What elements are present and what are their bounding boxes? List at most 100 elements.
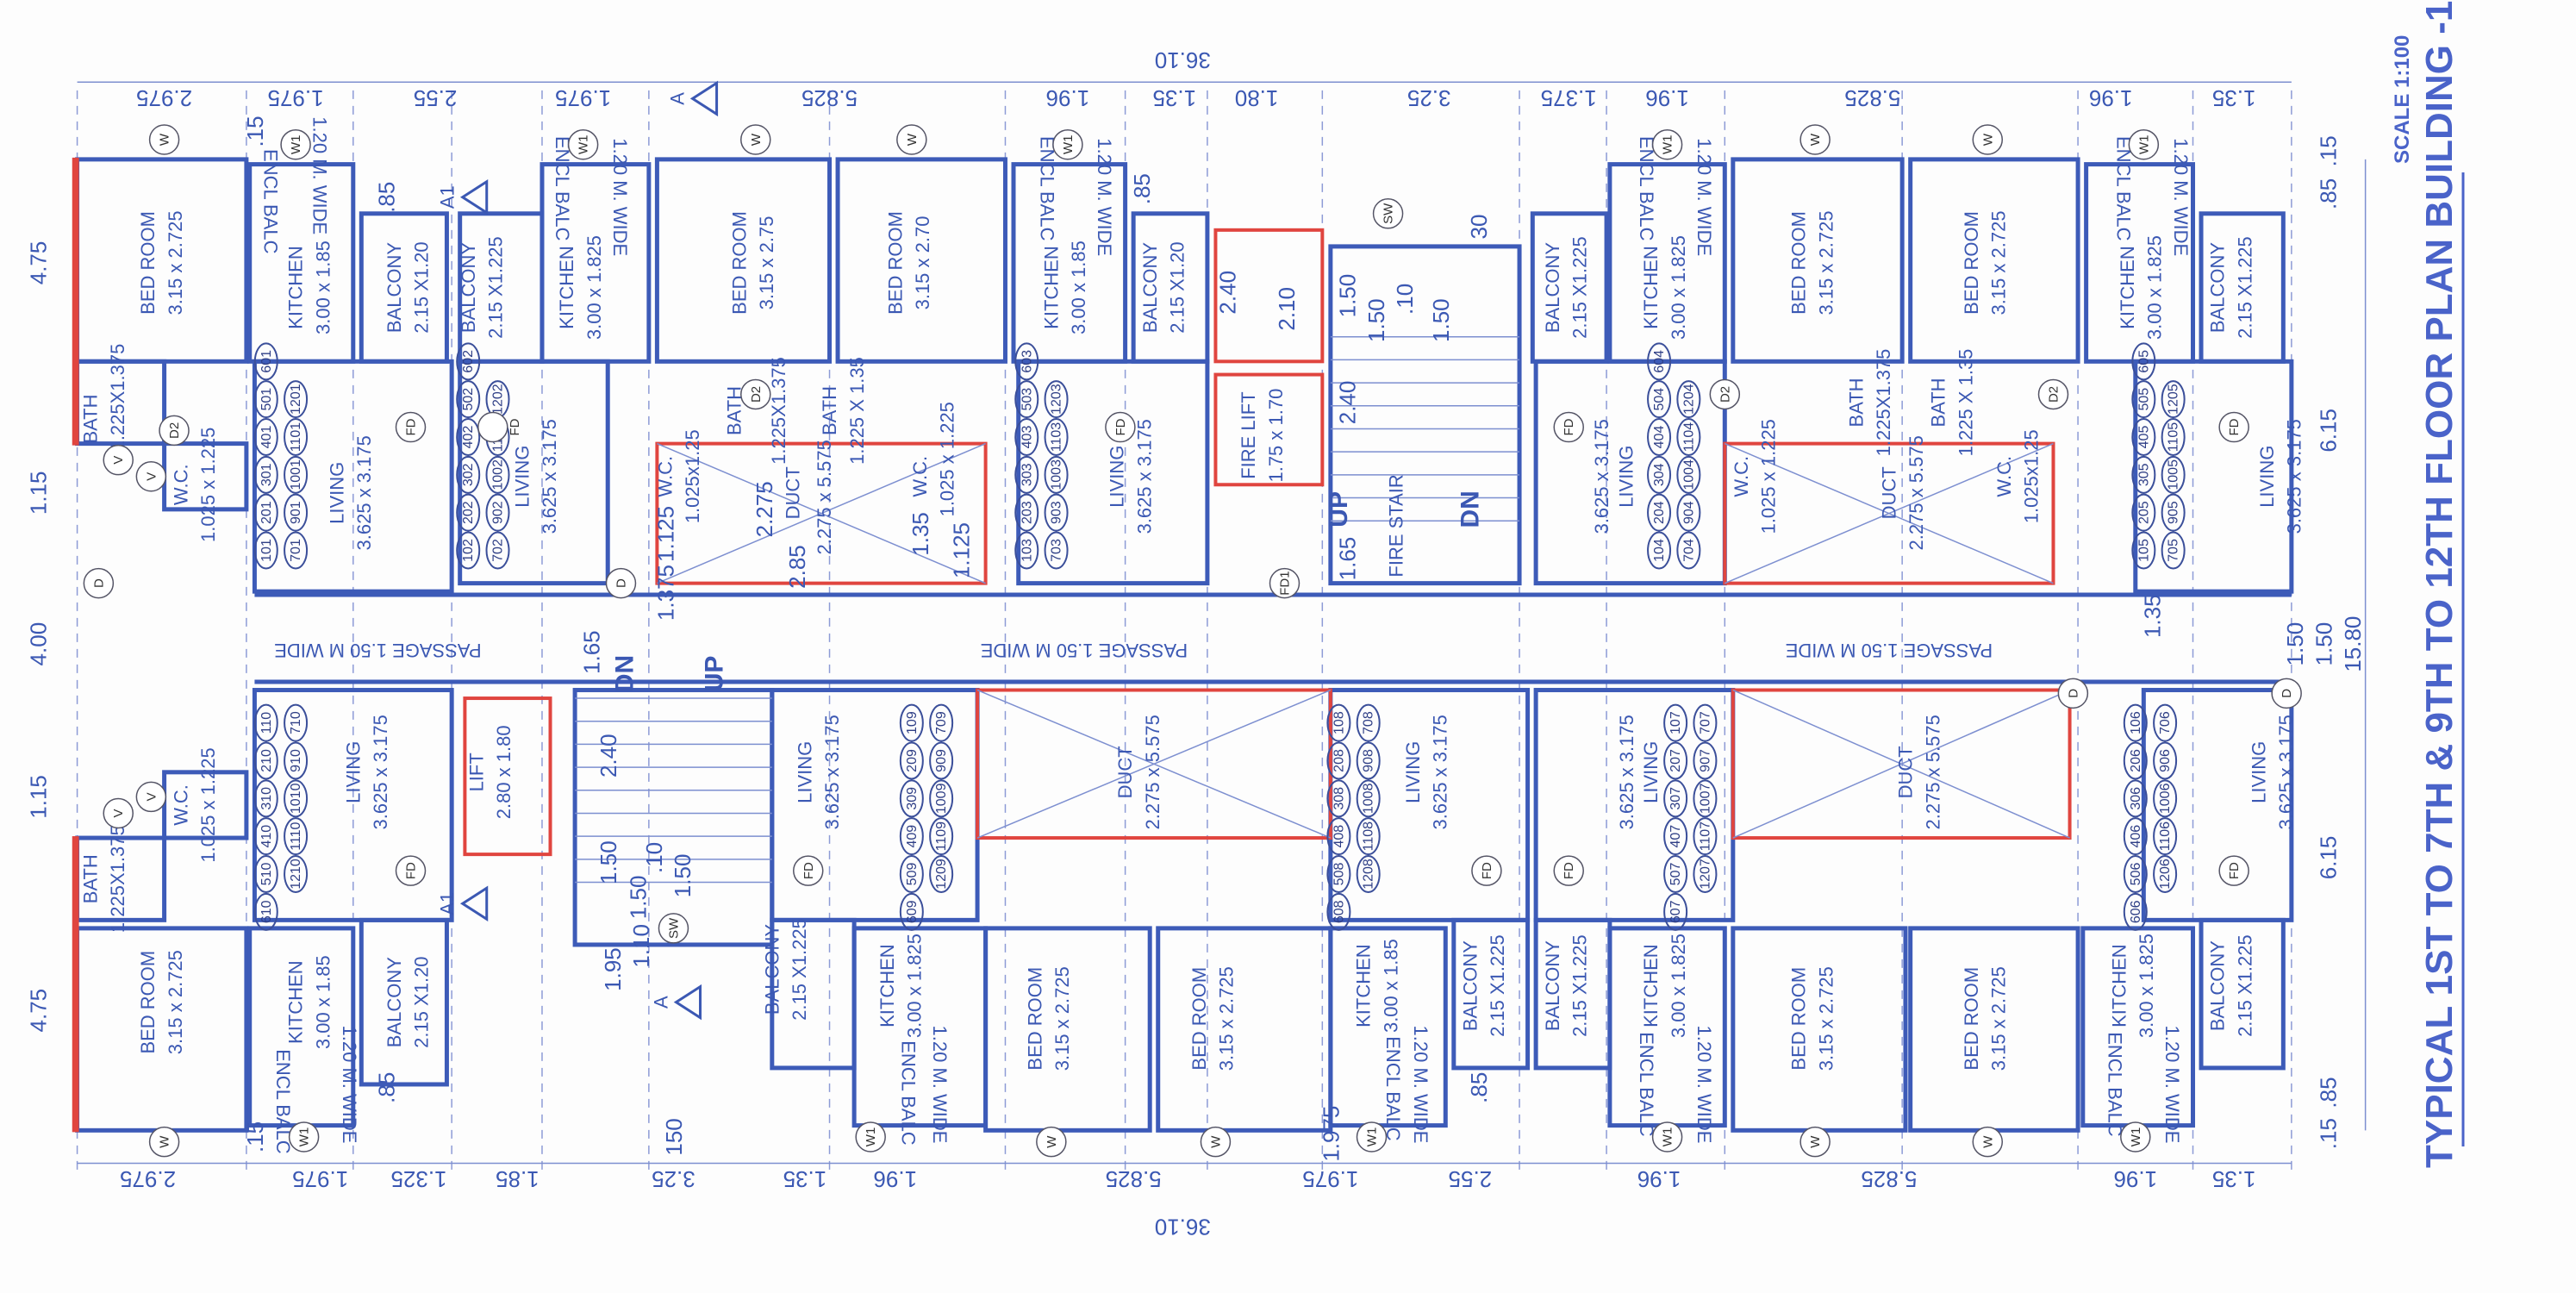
flat-number-badge xyxy=(2123,817,2148,856)
french_door-marker-label: FD xyxy=(1113,418,1128,435)
flat-number-badge xyxy=(1693,741,1718,780)
door2-marker-label: D2 xyxy=(749,386,764,403)
french_door-marker-label: FD xyxy=(801,862,816,879)
stair_window-marker-icon xyxy=(1372,198,1404,229)
flat-number: 607 xyxy=(1668,900,1683,923)
dimension-inner: 2.40 xyxy=(1334,381,1360,425)
encl-balcony-width: 1.20 M. WIDE xyxy=(929,1025,951,1143)
window-marker-icon xyxy=(896,124,927,155)
dimension-bottom: 3.25 xyxy=(652,1166,695,1192)
room-size: 3.625 x 3.175 xyxy=(2275,715,2297,829)
encl-balcony-label: ENCL BALC xyxy=(897,1040,919,1146)
flat-number: 508 xyxy=(1332,863,1346,886)
flat-number-badge xyxy=(1647,531,1672,570)
ventilator-marker: V xyxy=(103,444,134,476)
window-marker-label: W xyxy=(158,133,172,146)
room-size: 3.625 x 3.175 xyxy=(1616,715,1637,829)
window1-marker: W1 xyxy=(1356,1121,1388,1152)
flat-number-badge xyxy=(899,779,924,818)
flat-number: 504 xyxy=(1652,388,1667,411)
flat-number: 701 xyxy=(289,539,303,562)
room-size: 2.15 X1.225 xyxy=(2234,236,2255,339)
window-marker-label: W xyxy=(1208,1135,1223,1148)
room-size: 2.275 x 5.575 xyxy=(1905,435,1927,550)
flat-number-badge xyxy=(1647,380,1672,419)
room-name: BALCONY xyxy=(1459,940,1481,1031)
room-name: BALCONY xyxy=(1542,940,1563,1031)
room-size: 2.15 X1.225 xyxy=(485,236,507,339)
flat-number: 1207 xyxy=(1698,859,1712,890)
dimension-inner: .10 xyxy=(1392,284,1418,315)
door2-marker-label: D2 xyxy=(2047,386,2061,403)
encl-balcony-label: ENCL BALC xyxy=(2104,1032,2125,1137)
flat-number-badge xyxy=(929,703,954,742)
encl-balcony-width: 1.20 M. WIDE xyxy=(1410,1025,1431,1143)
flat-number-badge xyxy=(1044,493,1069,532)
flat-number-badge xyxy=(2153,817,2178,856)
window1-marker-icon xyxy=(2128,128,2160,160)
window1-marker-icon xyxy=(855,1121,886,1152)
room-size: 3.00 x 1.825 xyxy=(1668,235,1689,340)
dimension-inner: 1.35 xyxy=(2139,594,2165,638)
boundary-line xyxy=(72,836,79,1133)
flat-number: 703 xyxy=(1050,539,1064,562)
room-size: 3.15 x 2.725 xyxy=(1216,966,1238,1071)
encl-balcony-width: 1.20 M. WIDE xyxy=(609,138,631,256)
flat-number: 103 xyxy=(1020,539,1034,562)
room-name: KITCHEN xyxy=(2117,246,2138,329)
flat-number-badge xyxy=(253,531,278,570)
flat-number: 902 xyxy=(491,501,506,524)
flat-number-badge xyxy=(2153,741,2178,780)
flat-number: 502 xyxy=(461,388,476,411)
french_door-marker-label: FD xyxy=(1480,862,1494,879)
dimension-left: 4.75 xyxy=(25,989,51,1033)
window-marker: W xyxy=(1972,1126,2004,1158)
room-name: LIVING xyxy=(326,462,347,524)
stair-down-label: DN xyxy=(1456,490,1484,528)
room-name: DUCT xyxy=(1114,746,1136,798)
flat-number: 204 xyxy=(1652,501,1667,524)
flat-number-badge xyxy=(2123,703,2148,742)
room-size: 2.15 X1.20 xyxy=(1167,241,1188,333)
room-name: BATH xyxy=(1845,378,1867,427)
dimension-left: 1.15 xyxy=(25,775,51,819)
room-wall xyxy=(770,917,857,1071)
flat-number: 906 xyxy=(2158,749,2173,772)
fire_door-marker-icon xyxy=(1269,567,1300,599)
window-marker-icon xyxy=(1972,124,2004,155)
room-name: BALCONY xyxy=(761,924,783,1015)
flat-number: 509 xyxy=(905,863,920,886)
french_door-marker-icon xyxy=(395,411,427,443)
dimension-inner: 1.50 xyxy=(670,854,695,898)
flat-number-badge xyxy=(485,493,510,532)
flat-number: 105 xyxy=(2136,539,2151,562)
encl-balcony-label: ENCL BALC xyxy=(1036,136,1057,241)
room-size: 1.225 X 1.35 xyxy=(846,357,868,465)
flat-number: 609 xyxy=(905,900,920,923)
flat-number: 101 xyxy=(259,539,274,562)
flat-number-badge xyxy=(1014,531,1039,570)
room-size: 3.00 x 1.85 xyxy=(312,955,334,1049)
ventilator-marker: V xyxy=(135,460,167,492)
french_door-marker-label: FD xyxy=(2227,862,2242,879)
flat-number: 901 xyxy=(289,501,303,524)
french_door-marker-icon xyxy=(1553,855,1584,886)
flat-number: 406 xyxy=(2129,825,2143,848)
window1-marker-icon xyxy=(1651,1121,1683,1152)
dimension-top: 1.35 xyxy=(1152,85,1196,111)
flat-number-badge xyxy=(2161,380,2186,419)
flat-number-badge xyxy=(2153,779,2178,818)
dimension-top: 1.96 xyxy=(2089,85,2133,111)
flat-number-badge xyxy=(284,741,309,780)
flat-number-badge xyxy=(456,380,481,419)
room-name: W.C. xyxy=(170,784,191,826)
room-size: 3.625 x 3.175 xyxy=(1429,715,1450,829)
room-name: BED ROOM xyxy=(884,211,906,315)
room-size: 1.025 x 1.225 xyxy=(197,428,219,542)
drawing-title: TYPICAL 1ST TO 7TH & 9TH TO 12TH FLOOR P… xyxy=(2418,1,2461,1168)
flat-number-badge xyxy=(1663,779,1688,818)
dimension-right: 6.15 xyxy=(2315,409,2341,453)
flat-number: 606 xyxy=(2129,900,2143,923)
door-marker: D xyxy=(605,567,637,599)
flat-number: 510 xyxy=(259,863,274,886)
